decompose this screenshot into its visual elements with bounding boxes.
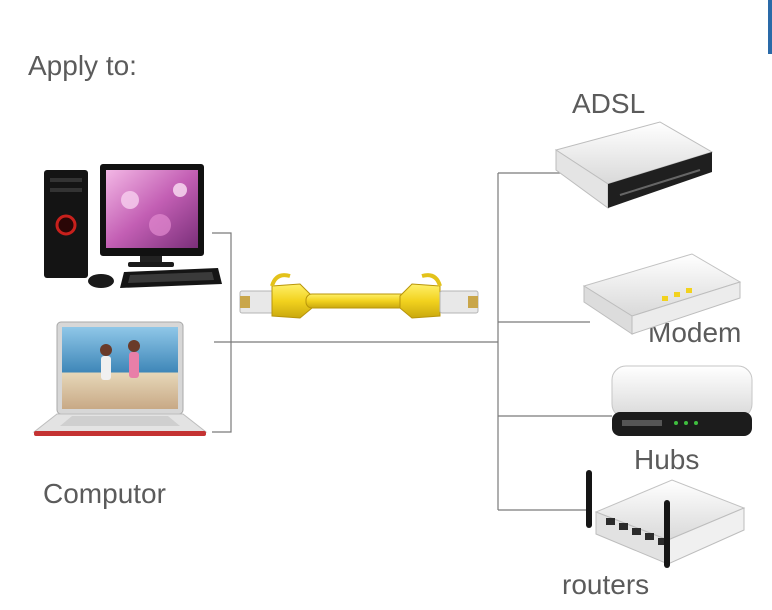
ethernet-cable-icon (239, 273, 479, 319)
modem-device-icon (582, 253, 742, 335)
adsl-label: ADSL (572, 88, 646, 119)
hub-device-icon (611, 365, 753, 436)
router-device-icon (586, 470, 746, 568)
hubs-label: Hubs (634, 444, 700, 475)
edge-marker (768, 0, 772, 54)
adsl-device-icon (554, 121, 714, 209)
connection-lines (212, 172, 612, 511)
page-title: Apply to: (28, 50, 137, 81)
laptop-icon (32, 321, 208, 436)
routers-label: routers (562, 569, 650, 600)
computor-label: Computor (43, 478, 166, 509)
desktop-computer-icon (44, 164, 222, 288)
